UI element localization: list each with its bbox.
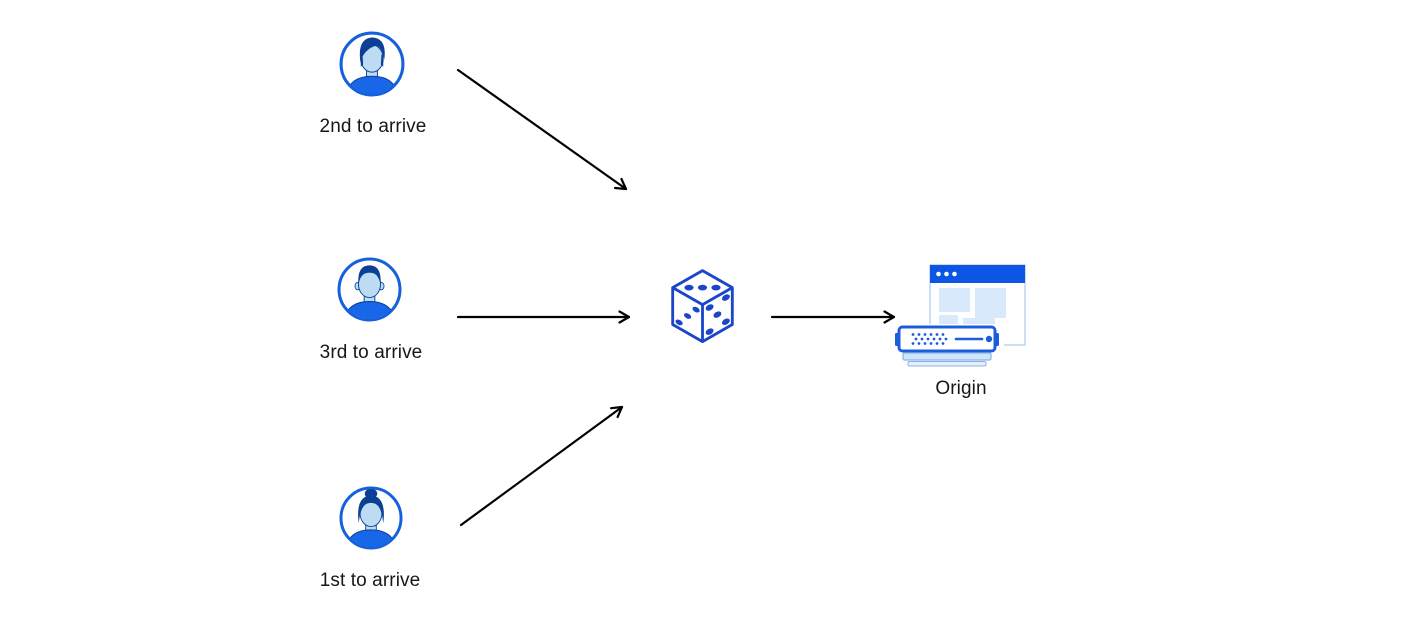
origin-label: Origin xyxy=(935,378,987,399)
arrow-user1st-to-dice xyxy=(459,405,624,527)
arrow-user2nd-to-dice xyxy=(456,68,628,191)
dice-icon xyxy=(671,269,734,343)
server xyxy=(894,324,1004,368)
male-avatar-quiff-icon xyxy=(339,31,405,97)
user-label: 2nd to arrive xyxy=(319,116,427,137)
user-label: 3rd to arrive xyxy=(319,342,423,363)
female-avatar-bun-icon xyxy=(339,486,403,550)
user-label: 1st to arrive xyxy=(319,570,421,591)
male-avatar-short-hair-icon xyxy=(337,257,402,322)
origin-browser-server-icon xyxy=(894,264,1026,368)
